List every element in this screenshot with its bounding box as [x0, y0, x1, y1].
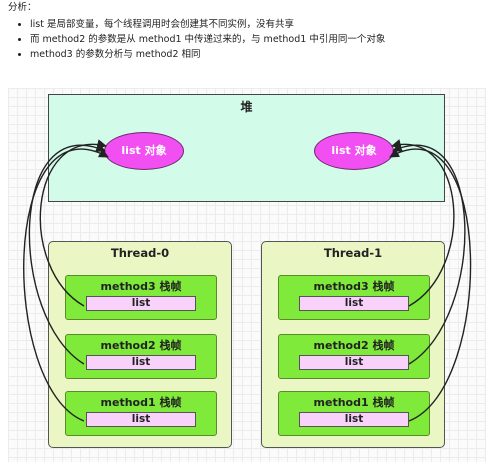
analysis-bullet: 而 method2 的参数是从 method1 中传递过来的，与 method1…: [30, 32, 486, 47]
frame-label: method1 栈帧: [100, 396, 182, 409]
frame-label: method3 栈帧: [313, 280, 395, 293]
method1-frame: method1 栈帧 list: [278, 391, 430, 436]
reference-arrow: [28, 142, 106, 365]
method1-frame: method1 栈帧 list: [65, 391, 217, 436]
list-variable: list: [86, 355, 196, 370]
reference-arrow: [389, 148, 472, 422]
reference-arrow: [392, 142, 466, 365]
method3-frame: method3 栈帧 list: [278, 275, 430, 320]
reference-arrows: [23, 139, 472, 422]
analysis-bullet: method3 的参数分析与 method2 相同: [30, 47, 486, 62]
list-variable: list: [299, 412, 409, 427]
reference-arrow: [39, 139, 107, 307]
method2-frame: method2 栈帧 list: [278, 334, 430, 379]
thread-label: Thread-0: [110, 246, 170, 260]
memory-diagram: 堆 list 对象 list 对象 Thread-0 method3 栈帧 li…: [8, 88, 486, 462]
analysis-list: list 是局部变量，每个线程调用时会创建其不同实例，没有共享 而 method…: [8, 17, 486, 62]
frame-label: method2 栈帧: [100, 339, 182, 352]
reference-arrow: [391, 139, 455, 307]
thread-1-stack: Thread-1 method3 栈帧 list method2 栈帧 list…: [261, 241, 445, 448]
method3-frame: method3 栈帧 list: [65, 275, 217, 320]
list-object-right: list 对象: [314, 132, 394, 170]
reference-arrow: [23, 148, 109, 422]
analysis-title: 分析：: [8, 2, 37, 13]
heap-label: 堆: [240, 100, 253, 114]
list-variable: list: [299, 355, 409, 370]
list-variable: list: [299, 296, 409, 311]
frame-label: method3 栈帧: [100, 280, 182, 293]
analysis-bullet: list 是局部变量，每个线程调用时会创建其不同实例，没有共享: [30, 17, 486, 32]
list-variable: list: [86, 412, 196, 427]
list-variable: list: [86, 296, 196, 311]
analysis-section: 分析： list 是局部变量，每个线程调用时会创建其不同实例，没有共享 而 me…: [8, 0, 486, 62]
thread-label: Thread-1: [323, 246, 383, 260]
frame-label: method1 栈帧: [313, 396, 395, 409]
frame-label: method2 栈帧: [313, 339, 395, 352]
thread-0-stack: Thread-0 method3 栈帧 list method2 栈帧 list…: [48, 241, 232, 448]
method2-frame: method2 栈帧 list: [65, 334, 217, 379]
